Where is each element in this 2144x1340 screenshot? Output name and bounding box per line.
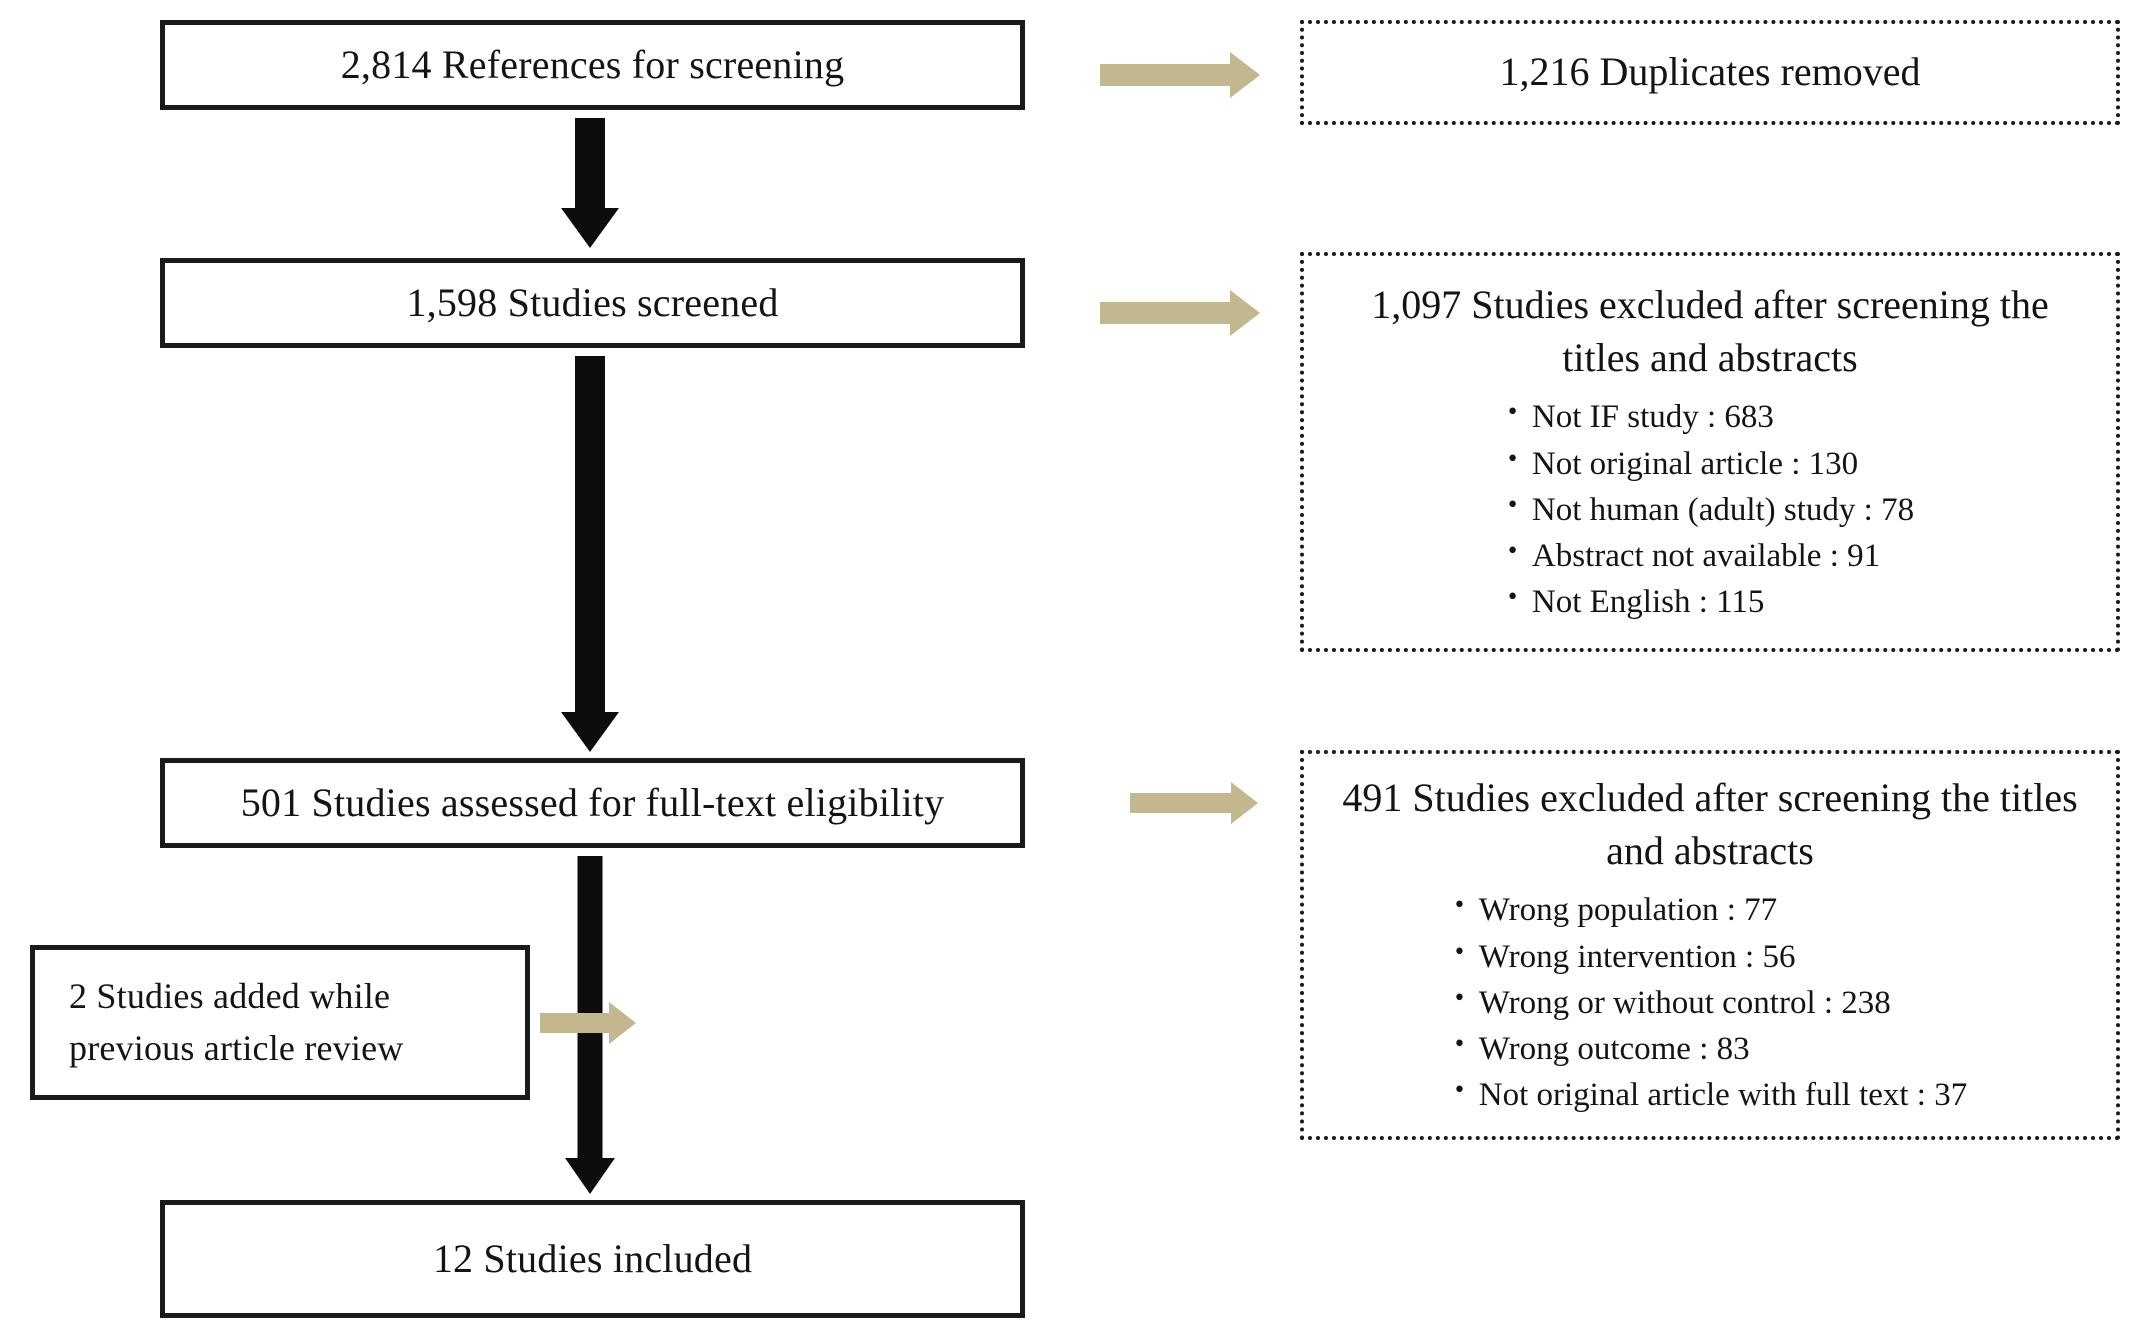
box-studies-added-label: 2 Studies added while previous article r… bbox=[69, 976, 404, 1068]
excluded-screening-heading: 1,097 Studies excluded after screening t… bbox=[1371, 281, 2049, 380]
box-studies-assessed-fulltext: 501 Studies assessed for full-text eligi… bbox=[160, 758, 1025, 848]
list-item: Wrong outcome : 83 bbox=[1453, 1025, 1967, 1072]
arrow-right-studies-added-to-flow bbox=[540, 1002, 636, 1044]
box-studies-screened: 1,598 Studies screened bbox=[160, 258, 1025, 348]
excluded-fulltext-reason-list: Wrong population : 77 Wrong intervention… bbox=[1453, 886, 1967, 1118]
arrow-shaft bbox=[1100, 302, 1230, 324]
box-references-label: 2,814 References for screening bbox=[340, 42, 845, 88]
arrow-down-screened-to-assessed bbox=[560, 356, 620, 752]
list-item: Wrong or without control : 238 bbox=[1453, 979, 1967, 1026]
arrow-right-to-excluded-fulltext bbox=[1130, 782, 1258, 824]
arrow-head bbox=[609, 1002, 636, 1044]
excluded-fulltext-heading: 491 Studies excluded after screening the… bbox=[1342, 774, 2078, 873]
list-item: Not English : 115 bbox=[1506, 578, 1914, 625]
list-item: Abstract not available : 91 bbox=[1506, 532, 1914, 579]
arrow-right-to-duplicates-removed bbox=[1100, 52, 1260, 98]
arrow-head bbox=[1230, 290, 1260, 336]
box-excluded-after-screening: 1,097 Studies excluded after screening t… bbox=[1300, 252, 2120, 652]
box-studies-assessed-label: 501 Studies assessed for full-text eligi… bbox=[240, 780, 945, 826]
duplicates-removed-heading: 1,216 Duplicates removed bbox=[1499, 49, 1921, 95]
excluded-screening-reason-list: Not IF study : 683 Not original article … bbox=[1506, 393, 1914, 625]
list-item: Not original article : 130 bbox=[1506, 440, 1914, 487]
list-item: Not human (adult) study : 78 bbox=[1506, 486, 1914, 533]
box-studies-included: 12 Studies included bbox=[160, 1200, 1025, 1318]
arrow-head bbox=[561, 208, 619, 248]
box-studies-screened-label: 1,598 Studies screened bbox=[406, 280, 779, 326]
box-studies-included-label: 12 Studies included bbox=[432, 1236, 753, 1282]
box-references-for-screening: 2,814 References for screening bbox=[160, 20, 1025, 110]
arrow-right-to-excluded-screening bbox=[1100, 290, 1260, 336]
arrow-head bbox=[1230, 52, 1260, 98]
arrow-shaft bbox=[540, 1013, 609, 1033]
arrow-down-assessed-to-included bbox=[562, 856, 618, 1194]
box-studies-added: 2 Studies added while previous article r… bbox=[30, 945, 530, 1100]
box-duplicates-removed: 1,216 Duplicates removed bbox=[1300, 20, 2120, 125]
arrow-head bbox=[561, 712, 619, 752]
list-item: Wrong intervention : 56 bbox=[1453, 933, 1967, 980]
arrow-head bbox=[1231, 782, 1258, 824]
list-item: Wrong population : 77 bbox=[1453, 886, 1967, 933]
arrow-shaft bbox=[1100, 64, 1230, 86]
list-item: Not original article with full text : 37 bbox=[1453, 1071, 1967, 1118]
arrow-shaft bbox=[577, 856, 603, 1160]
arrow-head bbox=[565, 1158, 615, 1194]
arrow-shaft bbox=[1130, 793, 1231, 813]
arrow-down-references-to-screened bbox=[560, 118, 620, 248]
arrow-shaft bbox=[575, 356, 605, 714]
list-item: Not IF study : 683 bbox=[1506, 393, 1914, 440]
box-excluded-after-fulltext: 491 Studies excluded after screening the… bbox=[1300, 750, 2120, 1140]
arrow-shaft bbox=[575, 118, 605, 213]
